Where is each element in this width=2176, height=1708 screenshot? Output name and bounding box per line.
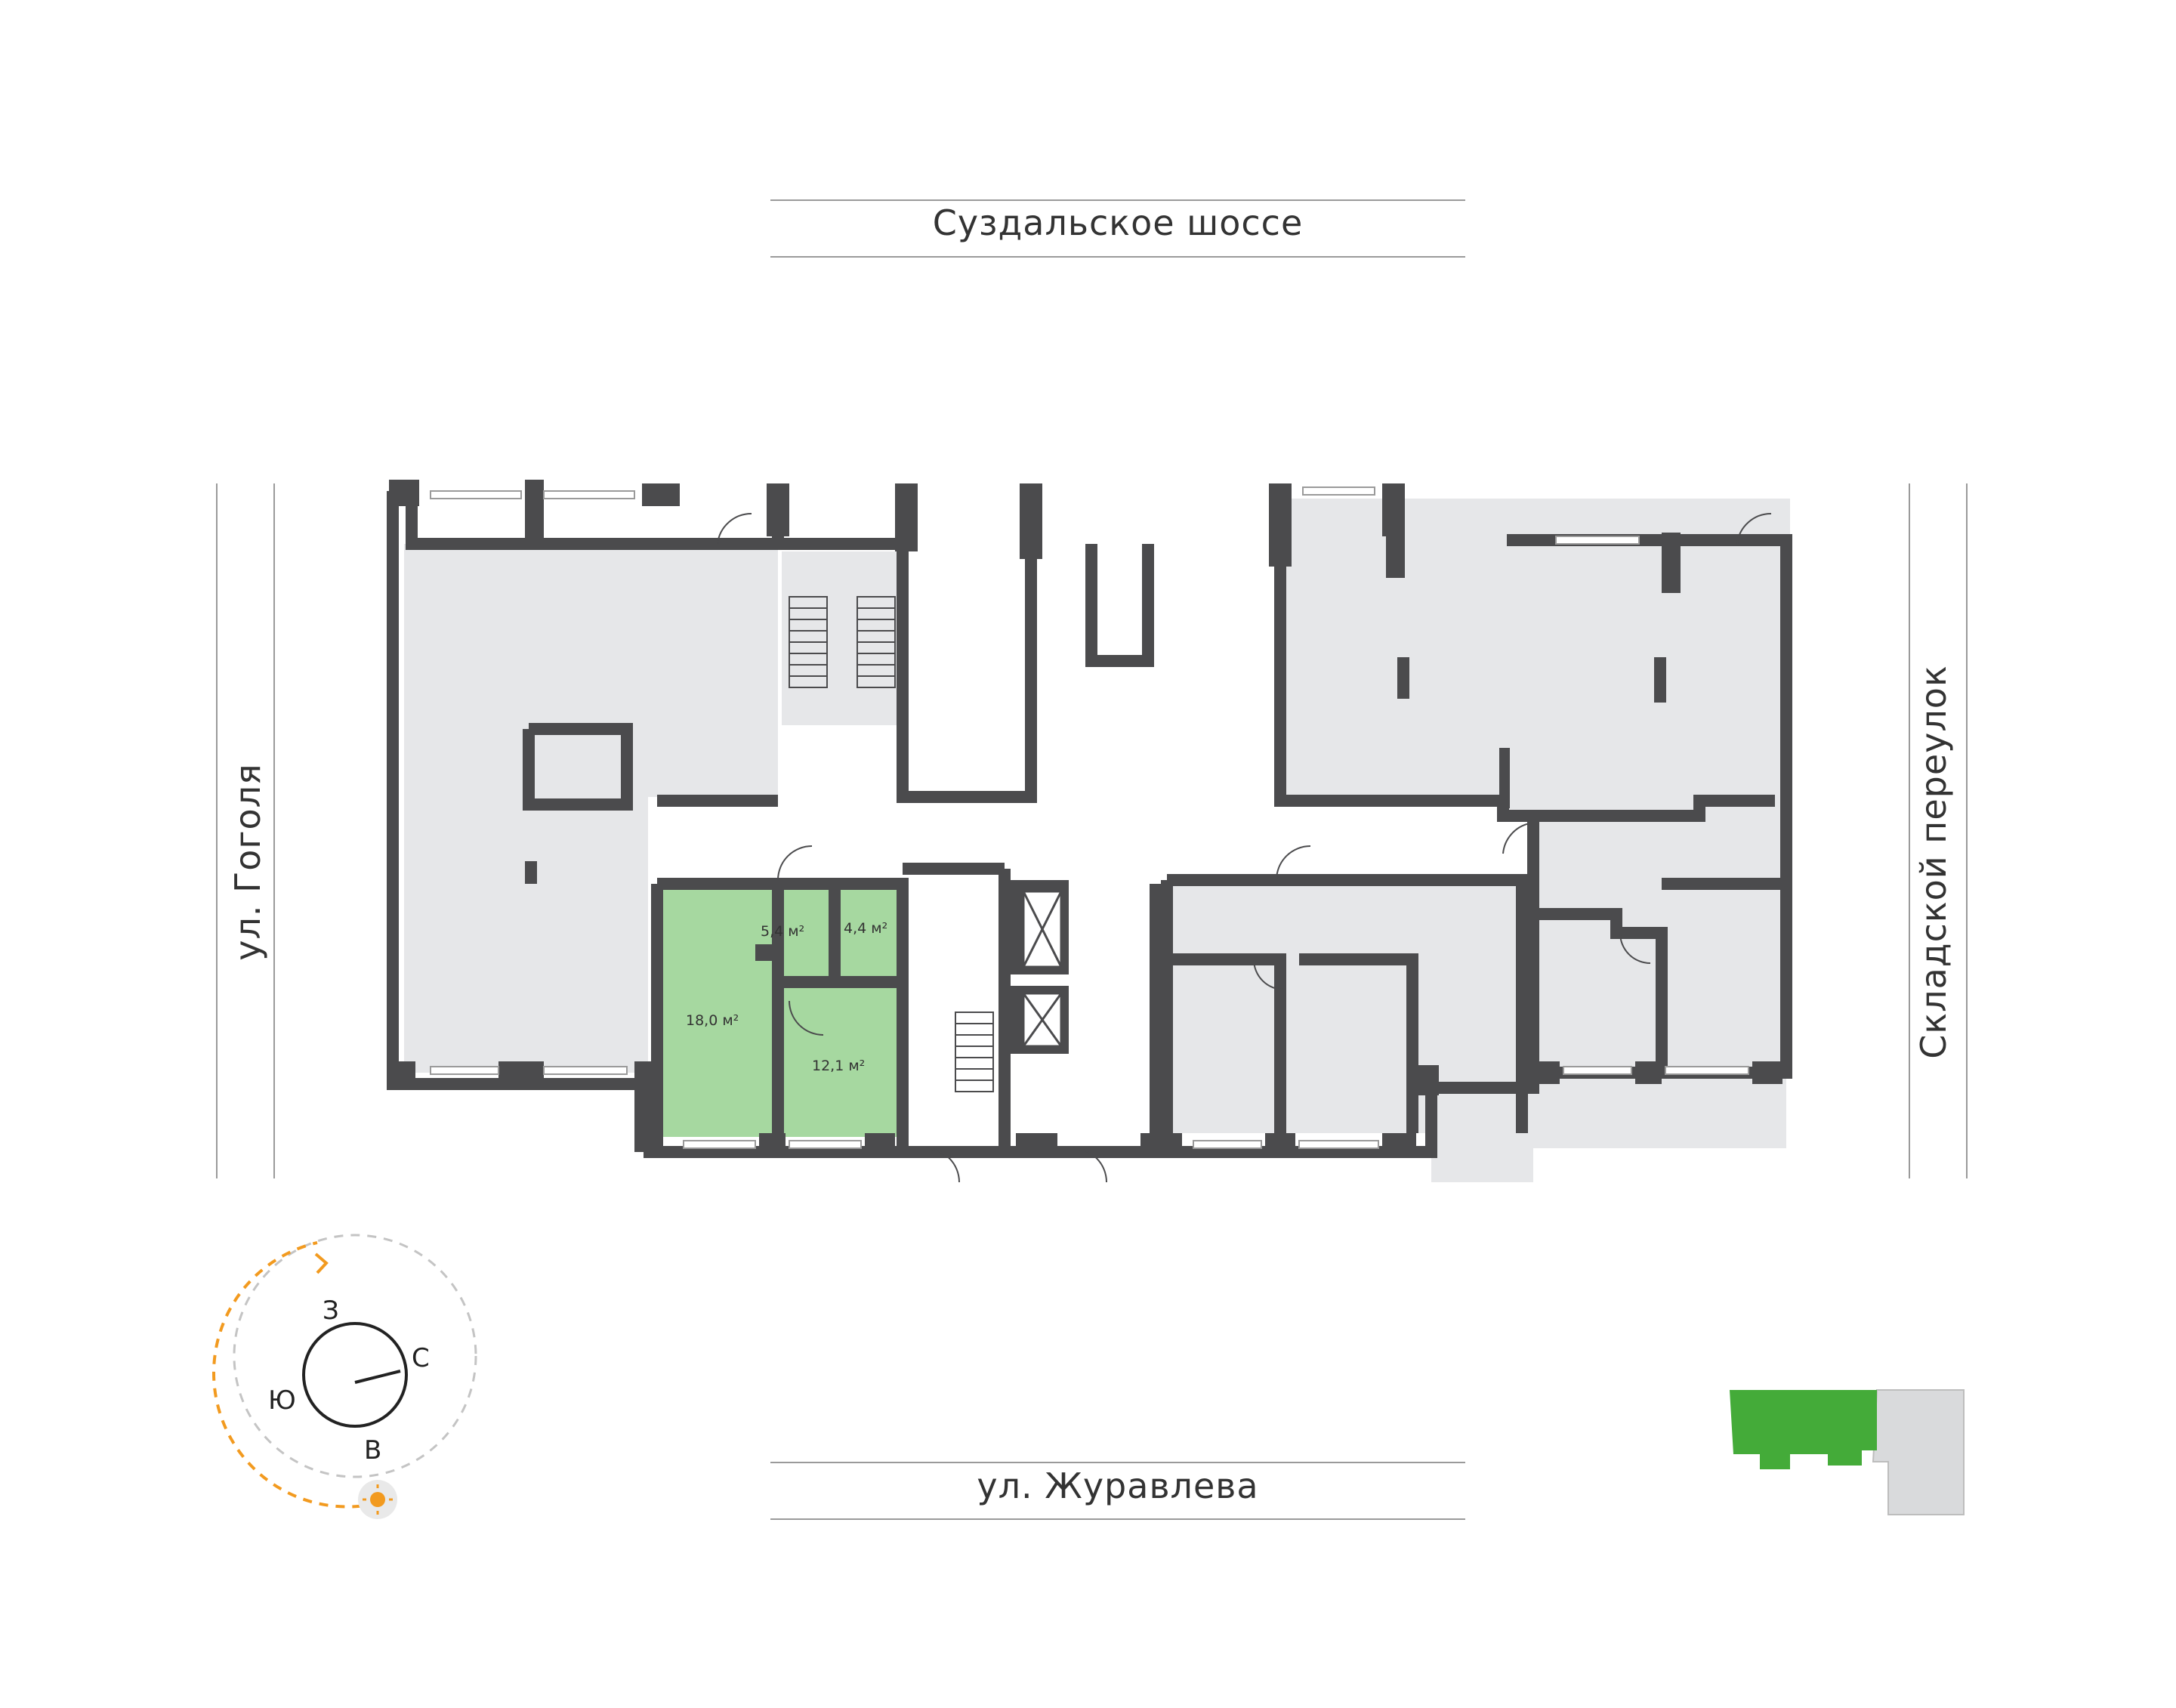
windows — [430, 486, 1749, 1149]
compass-south: Ю — [268, 1385, 296, 1416]
street-lines — [216, 199, 1968, 1520]
room-right-small-d — [1662, 801, 1786, 1073]
terrace-right — [1533, 1073, 1786, 1148]
doors — [717, 512, 1772, 1183]
compass-west: З — [323, 1296, 339, 1326]
building-locator — [1730, 1389, 1965, 1515]
locator-building-current — [1730, 1390, 1877, 1469]
sun-icon — [370, 1492, 385, 1507]
room-area-label: 12,1 м² — [812, 1058, 866, 1074]
street-label-top: Суздальское шоссе — [932, 202, 1304, 243]
selected-apartment — [657, 884, 903, 1137]
room-area-label: 18,0 м² — [686, 1012, 739, 1029]
floor-plan-title-badge: План 1 этажа — [219, 199, 542, 276]
stair-hall — [782, 551, 903, 725]
street-label-bottom: ул. Журавлева — [977, 1466, 1259, 1506]
room-fills — [404, 499, 1790, 1182]
room-54 — [778, 884, 835, 982]
room-121 — [778, 982, 903, 1137]
room-right-small-b — [1412, 876, 1526, 1084]
floor-plan-title: План 1 этажа — [261, 218, 501, 258]
lift-shafts — [1022, 890, 1063, 1048]
compass-needle — [354, 1370, 401, 1384]
room-area-label: 5,4 м² — [761, 923, 805, 940]
compass-east: В — [364, 1435, 382, 1466]
compass — [211, 1234, 477, 1519]
stairs — [789, 596, 994, 1092]
room-area-label: 4,4 м² — [844, 920, 888, 937]
room-18 — [657, 884, 778, 1137]
wall-blocks — [389, 480, 1782, 1156]
compass-dial — [302, 1322, 408, 1428]
compass-north: С — [412, 1343, 430, 1373]
locator-building-other — [1872, 1389, 1965, 1515]
room-44 — [835, 884, 903, 982]
